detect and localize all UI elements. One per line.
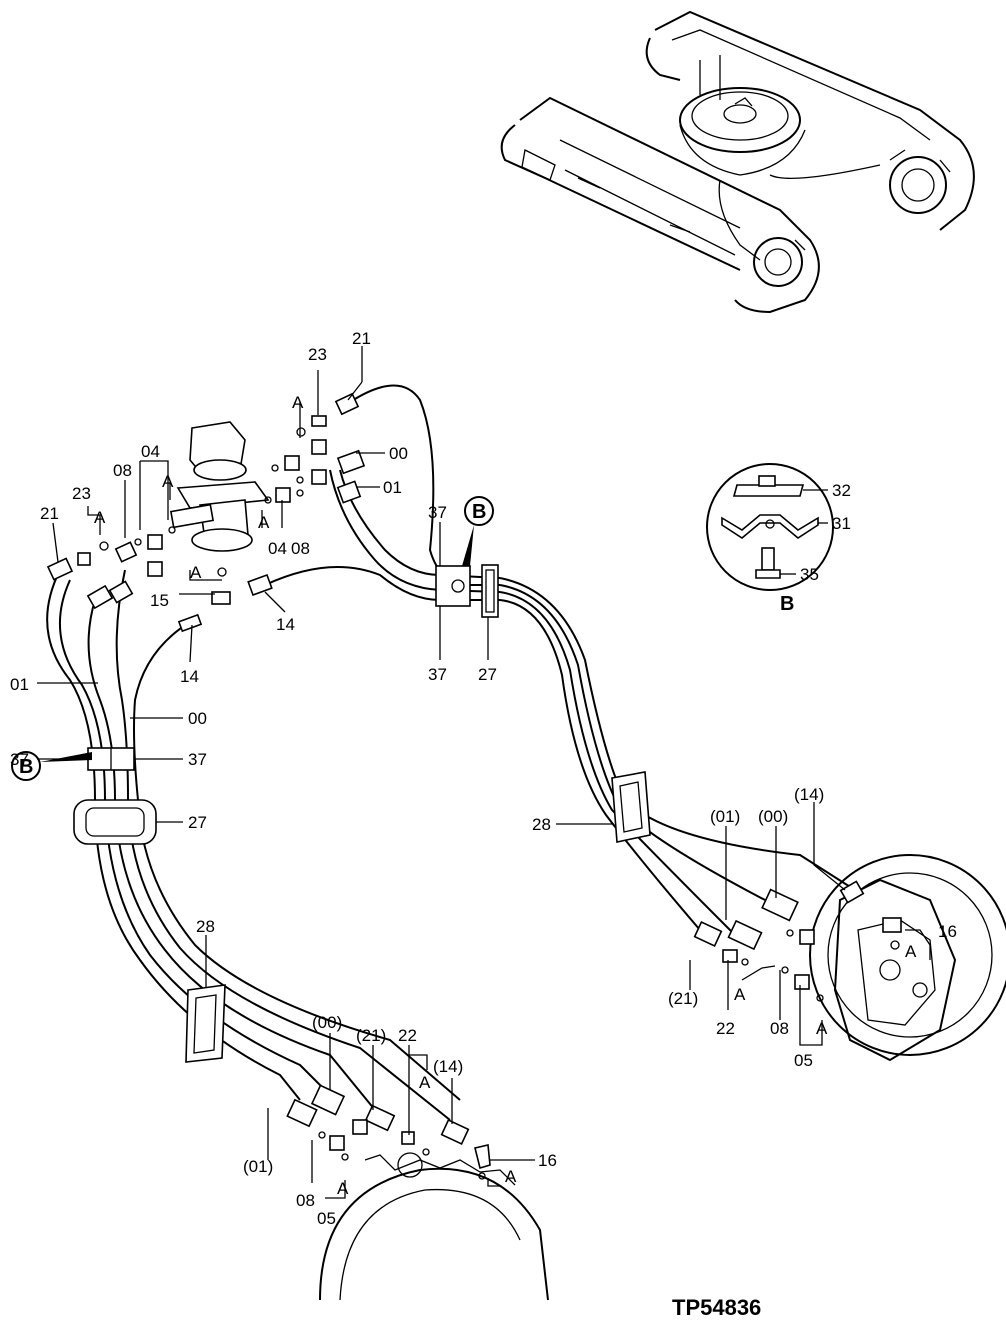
label-05-right: 05 xyxy=(794,1051,813,1070)
label-a-16-bottom: A xyxy=(505,1167,517,1186)
label-a-16-right: A xyxy=(905,942,917,961)
label-14-mid: 14 xyxy=(276,615,295,634)
label-21-left: 21 xyxy=(40,504,59,523)
label-a-upper-left: A xyxy=(162,472,174,491)
undercarriage-illustration xyxy=(500,10,975,314)
label-37-left-b: 37 xyxy=(188,750,207,769)
label-00-left: 00 xyxy=(188,709,207,728)
label-a-05-right: A xyxy=(816,1019,828,1038)
label-22-right: 22 xyxy=(716,1019,735,1038)
label-a-top: A xyxy=(292,393,304,412)
label-23-top: 23 xyxy=(308,345,327,364)
label-35: 35 xyxy=(800,565,819,584)
fittings-top-left xyxy=(46,526,273,633)
detail-b-title: B xyxy=(780,593,794,615)
b-callout-top-letter: B xyxy=(472,501,486,523)
label-00-top: 00 xyxy=(389,444,408,463)
label-08-bottom: 08 xyxy=(296,1191,315,1210)
label-p14-right: (14) xyxy=(794,785,824,804)
bottom-travel-motor xyxy=(319,1152,549,1301)
label-37-top: 37 xyxy=(428,503,447,522)
label-32: 32 xyxy=(832,481,851,500)
label-a-22-right: A xyxy=(734,985,746,1004)
label-27-left: 27 xyxy=(188,813,207,832)
label-p00-right: (00) xyxy=(758,807,788,826)
label-04-lower: 04 xyxy=(268,539,287,558)
label-01-left: 01 xyxy=(10,675,29,694)
b-callout-top xyxy=(462,496,494,566)
fittings-top-right xyxy=(264,392,366,504)
label-16-bottom: 16 xyxy=(538,1151,557,1170)
label-p14-bottom: (14) xyxy=(433,1057,463,1076)
label-p01-right: (01) xyxy=(710,807,740,826)
label-a-22-bottom: A xyxy=(419,1073,431,1092)
label-p21-right: (21) xyxy=(668,989,698,1008)
right-travel-motor xyxy=(809,854,1006,1062)
fittings-bottom xyxy=(286,1084,491,1180)
label-a-15: A xyxy=(190,563,202,582)
label-08-upper: 08 xyxy=(113,461,132,480)
b-callout-left xyxy=(11,751,92,781)
label-14-left: 14 xyxy=(180,667,199,686)
label-22-bottom: 22 xyxy=(398,1026,417,1045)
label-01-top: 01 xyxy=(383,478,402,497)
label-08-right: 08 xyxy=(770,1019,789,1038)
b-callout-left-letter: B xyxy=(19,756,33,778)
label-p21-bottom: (21) xyxy=(356,1026,386,1045)
drawing-code: TP54836 xyxy=(672,1295,761,1320)
label-p01-bottom: (01) xyxy=(243,1157,273,1176)
label-37-left-a: 37 xyxy=(10,750,29,769)
label-16-right: 16 xyxy=(938,922,957,941)
label-28-right: 28 xyxy=(532,815,551,834)
label-37-bottom: 37 xyxy=(428,665,447,684)
label-15: 15 xyxy=(150,591,169,610)
fittings-right xyxy=(693,888,824,1002)
label-05-bottom: 05 xyxy=(317,1209,336,1228)
label-a-05-bottom: A xyxy=(337,1179,349,1198)
label-23-left: 23 xyxy=(72,484,91,503)
components xyxy=(46,392,1006,1301)
part-labels: 21 23 A 00 01 04 08 A 23 A 21 A 04 08 A … xyxy=(10,329,957,1320)
label-04-upper: 04 xyxy=(141,442,160,461)
label-p00-bottom: (00) xyxy=(312,1013,342,1032)
label-08-lower: 08 xyxy=(291,539,310,558)
detail-b-inset xyxy=(706,463,834,591)
label-31: 31 xyxy=(832,514,851,533)
label-28-left: 28 xyxy=(196,917,215,936)
label-a-lower: A xyxy=(258,513,270,532)
label-a-left: A xyxy=(94,508,106,527)
label-21-top: 21 xyxy=(352,329,371,348)
label-27-mid: 27 xyxy=(478,665,497,684)
